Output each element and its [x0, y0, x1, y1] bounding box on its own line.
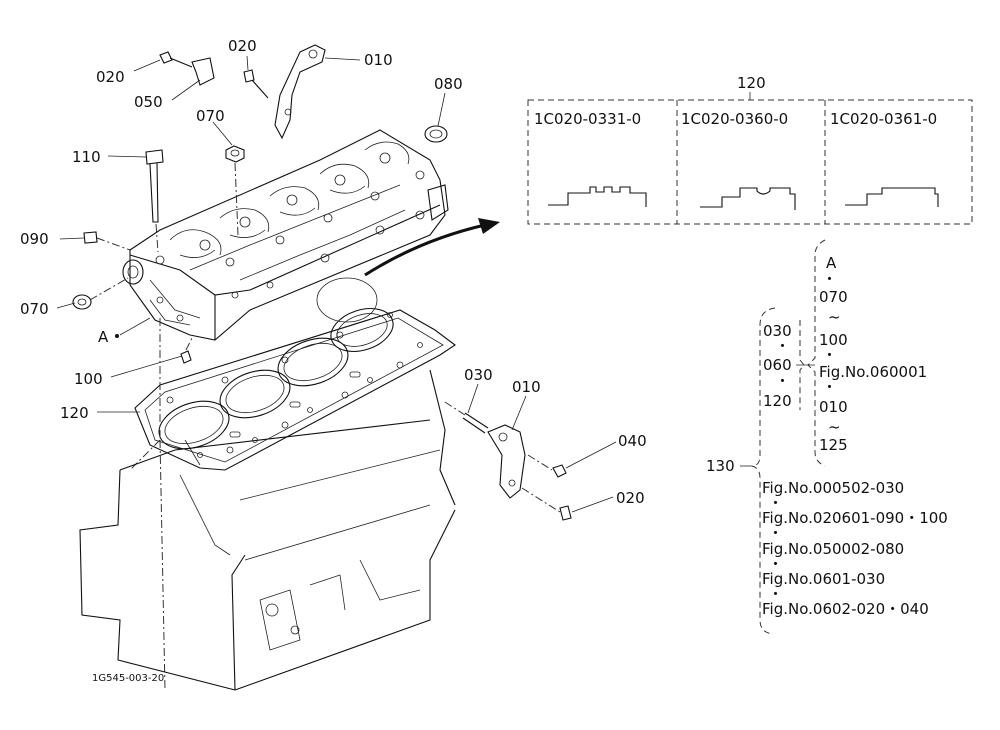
fig-ref-2: Fig.No.020601-090・100 — [762, 509, 948, 527]
fig-ref-3: Fig.No.050002-080 — [762, 540, 904, 558]
variant-code-2: 1C020-0360-0 — [681, 110, 788, 128]
inner-item-030: 030 — [763, 322, 792, 340]
fig-ref-4: Fig.No.0601-030 — [762, 570, 885, 588]
range-item-125: 125 — [819, 436, 848, 454]
range-item-100: 100 — [819, 331, 848, 349]
fig-dot-3: ・ — [768, 555, 783, 573]
callout-080: 080 — [434, 75, 463, 93]
callout-070-top: 070 — [196, 107, 225, 125]
callout-020-left: 020 — [96, 68, 125, 86]
range-fig-060001: Fig.No.060001 — [819, 363, 927, 381]
gasket-profile-2 — [700, 187, 796, 210]
variant-group-label: 120 — [737, 74, 766, 92]
bolts-and-brackets-drawing — [72, 44, 572, 521]
callout-a: A — [98, 328, 109, 346]
callout-120: 120 — [60, 404, 89, 422]
variant-code-1: 1C020-0331-0 — [534, 110, 641, 128]
callout-020-bottom: 020 — [616, 489, 645, 507]
inner-item-060: 060 — [763, 356, 792, 374]
diagram-id: 1G545-003-20 — [92, 673, 164, 684]
leader-lines — [56, 55, 617, 513]
cylinder-head-drawing — [122, 129, 449, 341]
gasket-variant-table: 120 1C020-0331-0 1C020-0360-0 1C020-0361… — [527, 74, 973, 225]
fig-ref-1: Fig.No.000502-030 — [762, 479, 904, 497]
gasket-profile-1 — [548, 186, 647, 207]
range-dot-2: ・ — [822, 346, 837, 364]
range-dot-1: ・ — [822, 270, 837, 288]
callout-090: 090 — [20, 230, 49, 248]
fig-ref-5: Fig.No.0602-020・040 — [762, 600, 929, 618]
fig-dot-2: ・ — [768, 524, 783, 542]
callout-030: 030 — [464, 366, 493, 384]
note-label-130: 130 — [706, 457, 735, 475]
callout-010-bottom: 010 — [512, 378, 541, 396]
callout-100: 100 — [74, 370, 103, 388]
range-dot-3: ・ — [822, 378, 837, 396]
range-tilde-1: ~ — [828, 308, 841, 326]
callout-010-top: 010 — [364, 51, 393, 69]
range-item-010: 010 — [819, 398, 848, 416]
range-item-070: 070 — [819, 288, 848, 306]
callout-070-side: 070 — [20, 300, 49, 318]
callout-040: 040 — [618, 432, 647, 450]
callout-110: 110 — [72, 148, 101, 166]
figure-reference-notes: 130 030 ・ 060 ・ 120 A ・ 070 ~ 100 ・ Fig.… — [706, 239, 948, 635]
range-tilde-2: ~ — [828, 418, 841, 436]
inner-item-120: 120 — [763, 392, 792, 410]
fig-dot-4: ・ — [768, 585, 783, 603]
fig-dot-1: ・ — [768, 494, 783, 512]
inner-dot-1: ・ — [775, 337, 790, 355]
callout-050: 050 — [134, 93, 163, 111]
head-gasket-drawing — [134, 308, 456, 471]
callout-020-top: 020 — [228, 37, 257, 55]
inner-dot-2: ・ — [775, 372, 790, 390]
engine-block-drawing — [79, 369, 456, 691]
range-item-a: A — [826, 254, 837, 272]
gasket-profile-3 — [845, 187, 939, 207]
variant-code-3: 1C020-0361-0 — [830, 110, 937, 128]
